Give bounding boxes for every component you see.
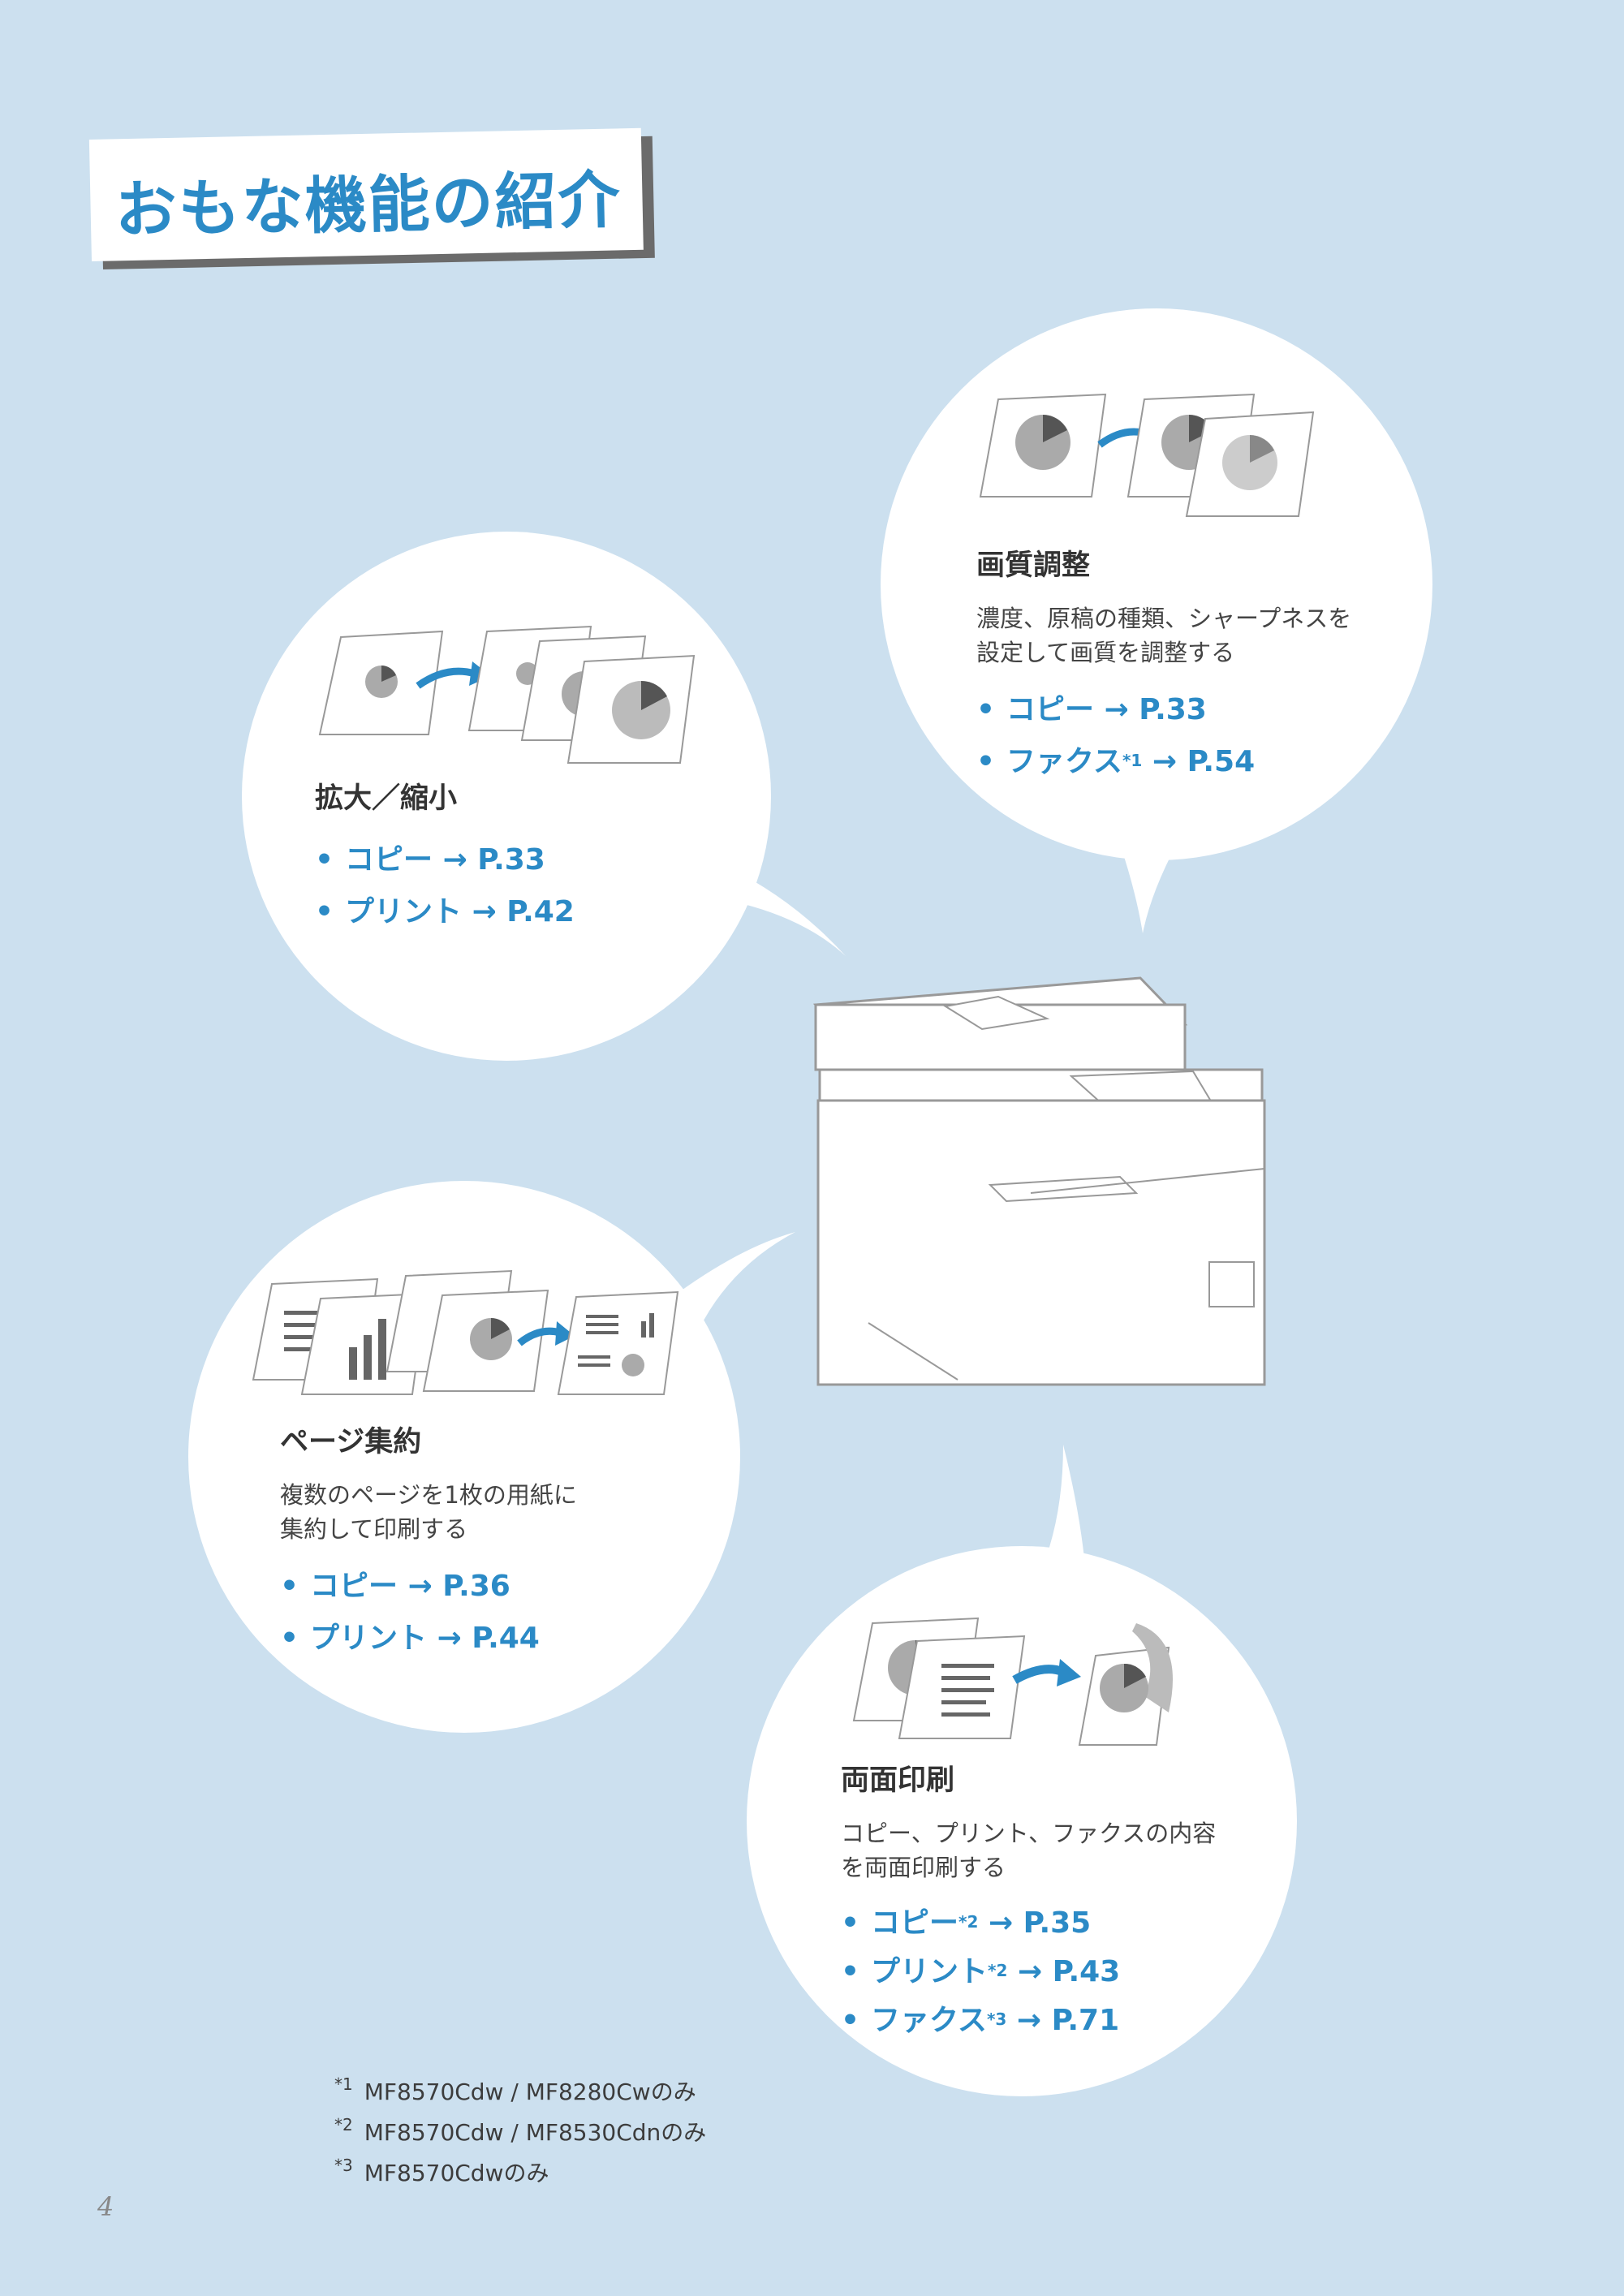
layout-description: 複数のページを1枚の用紙に集約して印刷する bbox=[280, 1481, 577, 1543]
layout-heading: ページ集約 bbox=[280, 1426, 422, 1458]
duplex-description: コピー、プリント、ファクスの内容を両面印刷する bbox=[841, 1820, 1217, 1881]
scaling-link-print[interactable]: •プリント → P.42 bbox=[315, 895, 575, 928]
bubble-scaling bbox=[242, 532, 771, 1061]
duplex-link-copy[interactable]: •コピー*2 → P.35 bbox=[841, 1906, 1092, 1940]
layout-link-print[interactable]: •プリント → P.44 bbox=[280, 1622, 540, 1655]
section-scaling: 拡大／縮小 •コピー → P.33 •プリント → P.42 bbox=[315, 775, 575, 938]
quality-link-fax[interactable]: •ファクス*1 → P.54 bbox=[976, 745, 1256, 778]
quality-link-copy[interactable]: •コピー → P.33 bbox=[976, 693, 1207, 726]
quality-illustration bbox=[979, 393, 1315, 517]
duplex-illustration bbox=[852, 1617, 1173, 1746]
duplex-heading: 両面印刷 bbox=[841, 1764, 955, 1797]
quality-description: 濃度、原稿の種類、シャープネスを設定して画質を調整する bbox=[976, 605, 1352, 666]
duplex-link-print[interactable]: •プリント*2 → P.43 bbox=[841, 1955, 1121, 1988]
quality-heading: 画質調整 bbox=[976, 549, 1091, 582]
section-duplex: 両面印刷 コピー、プリント、ファクスの内容を両面印刷する •コピー*2 → P.… bbox=[841, 1757, 1216, 2045]
scaling-illustration bbox=[318, 625, 696, 764]
section-quality: 画質調整 濃度、原稿の種類、シャープネスを設定して画質を調整する •コピー → … bbox=[976, 542, 1351, 788]
scaling-heading: 拡大／縮小 bbox=[315, 782, 458, 815]
layout-illustration bbox=[252, 1269, 679, 1395]
duplex-link-fax[interactable]: •ファクス*3 → P.71 bbox=[841, 2004, 1120, 2037]
page-number: 4 bbox=[97, 2191, 114, 2222]
tail-quality bbox=[1120, 844, 1177, 933]
printer-illustration bbox=[812, 976, 1266, 1386]
layout-link-copy[interactable]: •コピー → P.36 bbox=[280, 1570, 510, 1603]
section-layout: ページ集約 複数のページを1枚の用紙に集約して印刷する •コピー → P.36 … bbox=[280, 1419, 577, 1665]
scaling-link-copy[interactable]: •コピー → P.33 bbox=[315, 843, 545, 877]
tail-scaling bbox=[730, 868, 846, 956]
